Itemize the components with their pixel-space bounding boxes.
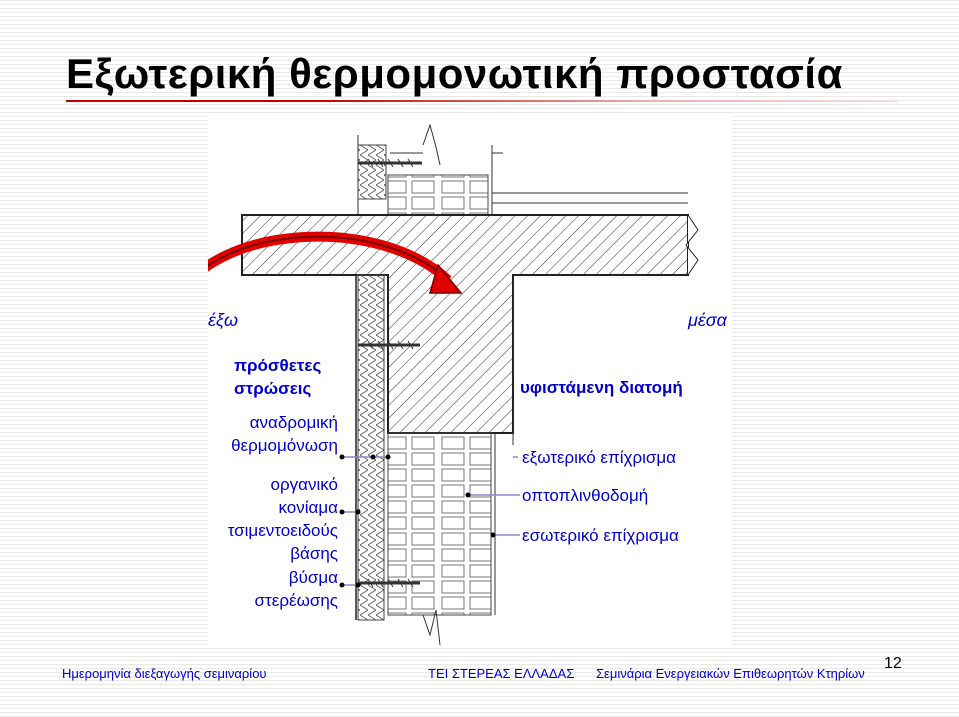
label-anchor: βύσμα (289, 568, 338, 587)
anchor-icon (358, 340, 420, 350)
label-mortar-4: βάσης (290, 544, 338, 563)
heat-flow-arrow-icon (208, 231, 463, 294)
heading-layers: πρόσθετες (234, 356, 321, 375)
label-mortar: οργανικό (271, 475, 338, 494)
label-anchor-2: στερέωσης (255, 591, 338, 610)
upper-anchor-icon (358, 158, 422, 168)
label-brickwork: οπτοπλινθοδομή (522, 486, 648, 505)
footer-series: Σεμινάρια Ενεργειακών Επιθεωρητών Κτηρίω… (596, 666, 865, 681)
label-internal-plaster: εσωτερικό επίχρισμα (522, 526, 679, 545)
label-existing-section: υφιστάμενη διατομή (520, 378, 683, 397)
label-mortar-2: κονίαμα (279, 498, 339, 517)
heading-layers-2: στρώσεις (234, 379, 312, 398)
brick-wall (387, 432, 492, 616)
slide-title: Εξωτερική θερμομονωτική προστασία (66, 50, 843, 97)
footer-date: Ημερομηνία διεξαγωγής σεμιναρίου (62, 666, 267, 681)
section-drawing: έξω μέσα πρόσθετες στρώσεις υφιστάμενη δ… (208, 115, 732, 648)
label-external-plaster: εξωτερικό επίχρισμα (522, 448, 676, 467)
label-outside: έξω (208, 310, 238, 330)
label-mortar-3: τσιμεντοειδούς (228, 521, 338, 540)
label-insulation-2: θερμομόνωση (231, 436, 338, 455)
insulation-layer (357, 274, 385, 621)
label-inside: μέσα (687, 310, 728, 330)
footer-school: ΤΕΙ ΣΤΕΡΕΑΣ ΕΛΛΑΔΑΣ (428, 666, 575, 681)
upper-wall (357, 123, 688, 216)
page-number: 12 (884, 655, 902, 672)
label-insulation: αναδρομική (250, 413, 338, 432)
lower-anchor-icon (358, 578, 420, 588)
title-underline (66, 100, 898, 102)
